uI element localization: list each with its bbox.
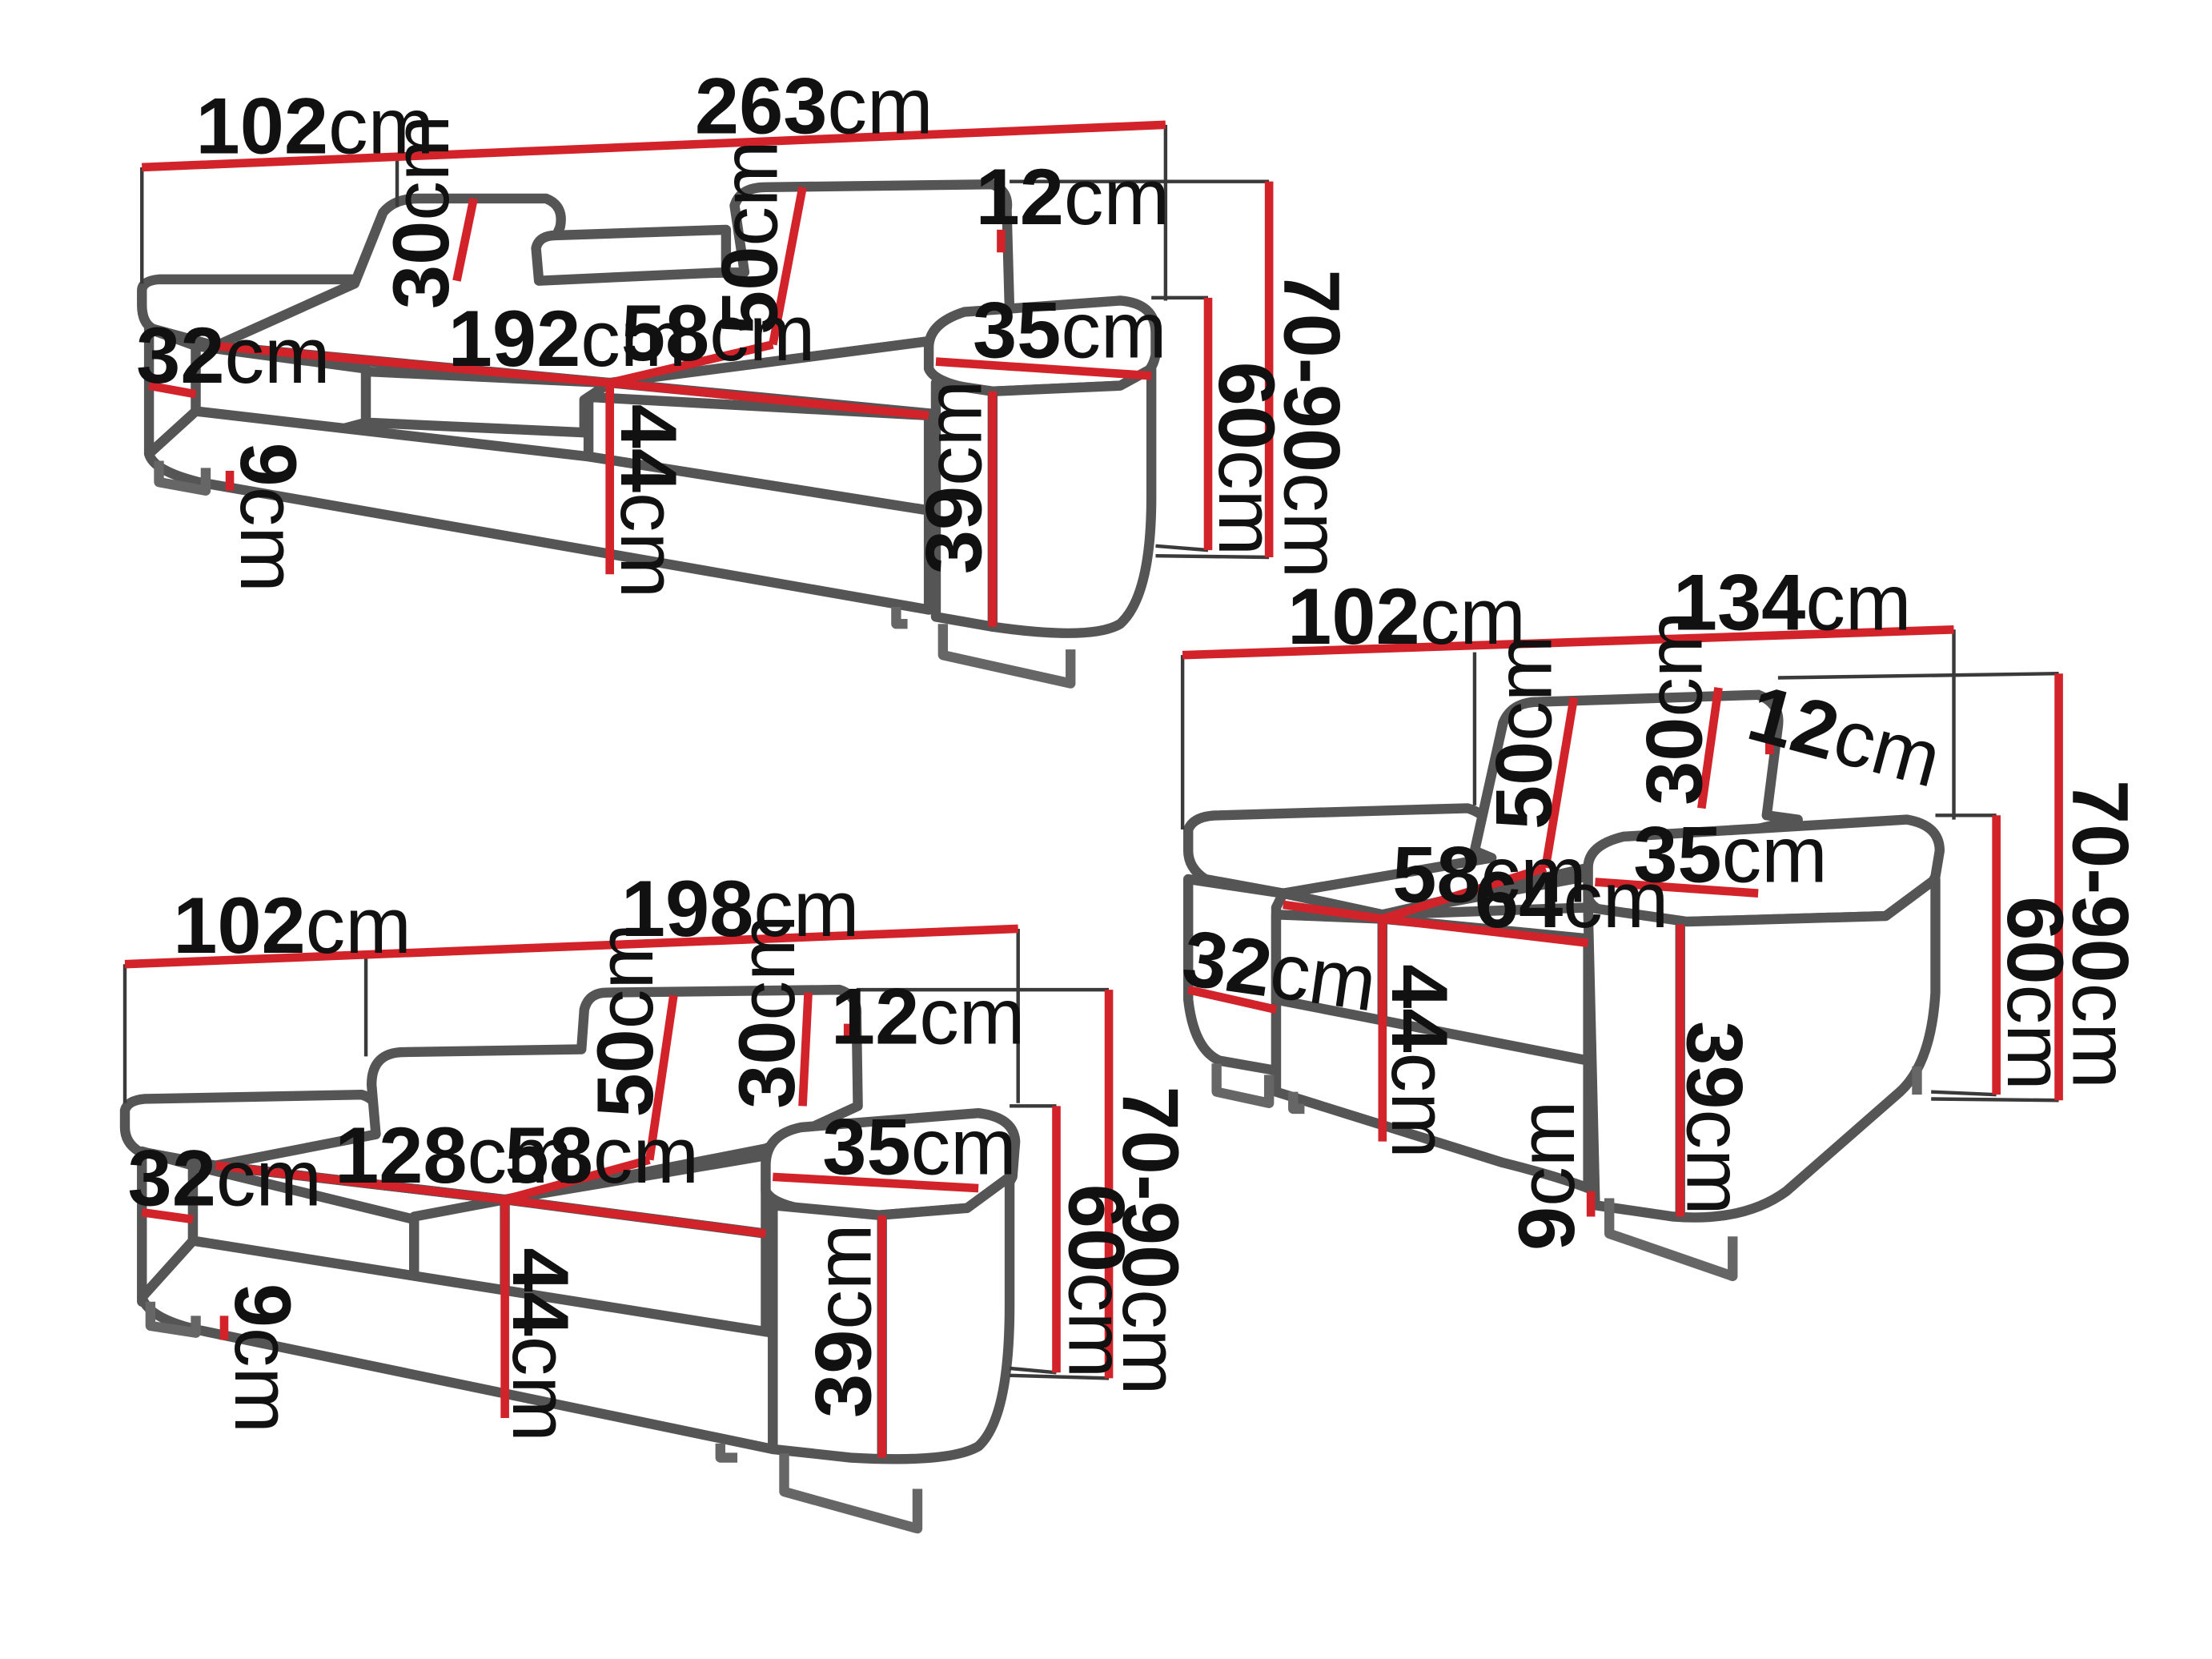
armchair-backrest-line bbox=[1541, 697, 1579, 869]
sofa2-seat-width-label: 128cm bbox=[335, 1111, 573, 1200]
sofa2-armrest-label: 35cm bbox=[822, 1103, 1016, 1191]
armchair-armrest-line bbox=[1595, 878, 1759, 898]
sofa2-height-label: 70-90cm bbox=[1106, 1087, 1194, 1396]
armchair-seat-width-line bbox=[1382, 914, 1589, 947]
sofa3-backrest-label: 50cm bbox=[706, 140, 795, 334]
sofa3-arm-height-label: 32cm bbox=[136, 311, 330, 400]
sofa3-headrest-label: 30cm bbox=[377, 115, 466, 309]
sofa2-width-label: 198cm bbox=[621, 865, 860, 954]
armchair-arm-height-line bbox=[1187, 985, 1278, 1014]
sofa3-front-height-label: 39cm bbox=[910, 380, 999, 574]
armchair-mid-leg bbox=[1288, 1091, 1305, 1115]
sofa3-depth-label: 102cm bbox=[196, 82, 435, 171]
armchair-front-height-label: 39cm bbox=[1670, 1021, 1759, 1215]
sofa2-headrest-label: 30cm bbox=[723, 914, 812, 1108]
sofa2-backrest bbox=[211, 984, 863, 1205]
armchair-depth-label: 102cm bbox=[1287, 572, 1526, 661]
armchair-seat-depth-line bbox=[1381, 863, 1548, 923]
sofa3-headrest-thickness-label: 12cm bbox=[976, 153, 1170, 242]
sofa3-seat-width-line bbox=[215, 341, 611, 388]
sofa3-seat-depth-line bbox=[608, 340, 774, 388]
sofa2-mid-leg bbox=[715, 1443, 738, 1463]
sofa2-headrest-thickness-label: 12cm bbox=[831, 972, 1025, 1061]
sofa3-mid-leg bbox=[891, 606, 908, 629]
sofa3-height-label: 70-90cm bbox=[1267, 269, 1356, 578]
armchair-width-label: 134cm bbox=[1673, 558, 1912, 647]
sofa3-width-label: 263cm bbox=[695, 62, 933, 151]
sofa3-ref-floor1 bbox=[1155, 544, 1209, 552]
sofa3-left-leg bbox=[154, 460, 211, 496]
sofa2-back-label: 60cm bbox=[1051, 1184, 1140, 1378]
sofa2-armrest-line bbox=[773, 1172, 979, 1193]
armchair-backrest-label: 50cm bbox=[1480, 636, 1569, 830]
armchair-headrest-label: 30cm bbox=[1630, 611, 1719, 805]
armchair-ref-top bbox=[1777, 671, 2059, 680]
sofa3-seat-front-line bbox=[609, 378, 929, 420]
sofa3-base bbox=[143, 406, 934, 615]
armchair-seat-left-line bbox=[1283, 900, 1383, 923]
sofa2-width-line bbox=[124, 924, 1018, 969]
sofa2-front-height-label: 39cm bbox=[800, 1223, 889, 1417]
sofa2-left-leg bbox=[145, 1301, 201, 1338]
sofa2-arm-height-line bbox=[141, 1207, 194, 1224]
armchair-headrest-line bbox=[1697, 687, 1723, 809]
armchair-arm-height-label: 32cm bbox=[1178, 914, 1383, 1029]
sofa2-arm-height-label: 32cm bbox=[128, 1134, 322, 1223]
sofa3-backrest-line bbox=[769, 186, 807, 346]
armchair-right-armrest-side bbox=[1583, 874, 1941, 1223]
sofa2-backrest-line bbox=[645, 994, 678, 1161]
sofa2-ref-floor1 bbox=[1009, 1366, 1057, 1375]
armchair-right-leg bbox=[1604, 1198, 1738, 1282]
sofa3-back-label: 60cm bbox=[1202, 362, 1291, 556]
sofa3-width-line bbox=[142, 120, 1166, 172]
sofa2-seat-depth-line bbox=[504, 1155, 651, 1204]
sofa3-right-leg bbox=[937, 624, 1076, 689]
two-seater-sofa: 102cm 198cm 12cm 35cm 32cm 128cm 58cm 50… bbox=[119, 865, 1194, 1534]
armchair-ref-floor1 bbox=[1931, 1090, 1997, 1097]
armchair-width-line bbox=[1182, 625, 1954, 660]
sofa2-right-leg bbox=[779, 1453, 923, 1534]
sofa2-right-armrest-side bbox=[768, 1171, 1015, 1464]
sofa2-seat-depth-label: 58cm bbox=[505, 1111, 699, 1200]
armchair-height-label: 70-90cm bbox=[2055, 780, 2144, 1089]
sofa3-ref-floor2 bbox=[1155, 553, 1270, 560]
sofa2-seat-width-line bbox=[215, 1161, 506, 1204]
sofa3-armrest-line bbox=[935, 357, 1152, 380]
sofa3-arm-height-line bbox=[148, 381, 197, 399]
sofa3-seat-width-label: 192cm bbox=[448, 295, 687, 384]
three-seater-sofa: 102cm 263cm 12cm 35cm 32cm 192cm 58cm 30… bbox=[136, 62, 1356, 689]
armchair-seat-depth-label: 58cm bbox=[1392, 830, 1586, 919]
armchair-seat-height-label: 44cm bbox=[1375, 964, 1463, 1158]
sofa3-backrest bbox=[211, 179, 1015, 388]
armchair-ref-floor2 bbox=[1931, 1097, 2059, 1103]
armchair-armrest-label: 35cm bbox=[1633, 811, 1827, 900]
armchair-seat-width-label: 64cm bbox=[1475, 856, 1668, 945]
sofa2-seat-height-label: 44cm bbox=[496, 1247, 584, 1441]
armchair: 102cm 134cm 12cm 35cm 32cm 58cm 64cm 50c… bbox=[1178, 558, 2144, 1282]
sofa2-seat-front-line bbox=[504, 1195, 767, 1238]
sofa3-seat-height-label: 44cm bbox=[604, 404, 693, 598]
sofa3-leg-label: 9cm bbox=[223, 443, 312, 592]
sofa3-seat-depth-label: 58cm bbox=[621, 289, 815, 378]
sofa2-backrest-label: 50cm bbox=[581, 923, 670, 1117]
armchair-back-label: 60cm bbox=[1990, 896, 2079, 1090]
armchair-leg-label: 9cm bbox=[1503, 1101, 1592, 1251]
sofa3-headrest-line bbox=[452, 197, 478, 282]
sofa2-depth-label: 102cm bbox=[173, 882, 411, 970]
sofa2-leg-label: 9cm bbox=[218, 1283, 307, 1433]
armchair-left-leg bbox=[1211, 1063, 1275, 1108]
sofa2-headrest-line bbox=[798, 992, 813, 1107]
sofa3-armrest-label: 35cm bbox=[973, 286, 1166, 375]
sofa3-headrest-middle bbox=[531, 224, 732, 286]
sofa2-ref-floor2 bbox=[1010, 1373, 1110, 1380]
armchair-base bbox=[1271, 994, 1593, 1194]
